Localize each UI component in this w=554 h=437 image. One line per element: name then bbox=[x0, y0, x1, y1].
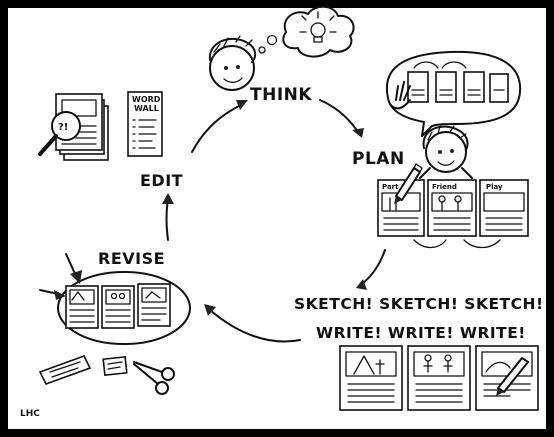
word-wall-title-2: WALL bbox=[134, 104, 159, 113]
arrow-edit-to-think bbox=[191, 103, 244, 153]
think-stage: THINK bbox=[208, 5, 355, 105]
arrow-write-to-revise bbox=[209, 309, 301, 343]
draft-page-3 bbox=[475, 345, 539, 411]
stage-label-sketch: SKETCH! SKETCH! SKETCH! bbox=[294, 295, 544, 313]
revise-circle bbox=[57, 271, 191, 345]
lightbulb-icon bbox=[299, 11, 337, 43]
arrow-plan-to-sketch bbox=[361, 249, 386, 285]
arrowhead-plan bbox=[352, 128, 364, 138]
cycle-arrows bbox=[162, 99, 386, 343]
pencil-icon bbox=[394, 163, 423, 204]
plan-page-2-label: Friend bbox=[432, 183, 457, 191]
stage-label-write: WRITE! WRITE! WRITE! bbox=[316, 324, 526, 342]
revise-stage: REVISE bbox=[38, 249, 191, 395]
plan-page-1-label: Part bbox=[382, 183, 399, 191]
scissors-icon bbox=[133, 361, 175, 395]
plan-page-arrow-2 bbox=[463, 239, 501, 249]
revise-pages bbox=[65, 283, 171, 329]
draft-page-1 bbox=[339, 345, 403, 411]
arrowhead-edit bbox=[162, 193, 174, 204]
magnifier-symbol: ?! bbox=[58, 122, 68, 133]
sketch-write-stage: SKETCH! SKETCH! SKETCH! WRITE! WRITE! WR… bbox=[294, 295, 544, 411]
word-wall-chart: WORD WALL bbox=[127, 91, 163, 157]
draft-page-2 bbox=[407, 345, 471, 411]
revise-arrow-down-icon bbox=[65, 253, 82, 284]
word-wall-title-1: WORD bbox=[132, 95, 161, 104]
arrow-revise-to-edit bbox=[165, 199, 169, 241]
plan-page-arrow-1 bbox=[413, 239, 447, 249]
planning-child-icon bbox=[419, 125, 473, 179]
revise-arrow-right-icon bbox=[39, 289, 66, 300]
storyboard-bubble-icon bbox=[385, 50, 522, 137]
paper-strip-icon bbox=[38, 355, 92, 385]
stage-label-edit: EDIT bbox=[140, 171, 183, 190]
stage-label-revise: REVISE bbox=[98, 249, 165, 268]
magnifying-glass-icon: ?! bbox=[38, 111, 81, 156]
edit-stage: EDIT ?! WORD WALL bbox=[38, 91, 183, 190]
plan-stage: Part Friend Play PLAN bbox=[352, 50, 529, 249]
tape-note-icon bbox=[102, 356, 128, 376]
plan-page-2: Friend bbox=[427, 179, 477, 237]
artist-initials: LHC bbox=[20, 409, 40, 419]
writing-pencil-icon bbox=[496, 357, 529, 396]
arrowhead-sketch bbox=[356, 279, 367, 290]
plan-page-3-label: Play bbox=[486, 183, 503, 191]
plan-page-3: Play bbox=[479, 179, 529, 237]
stage-label-think: THINK bbox=[250, 85, 312, 105]
arrow-think-to-plan bbox=[319, 99, 359, 133]
thinking-child-icon bbox=[208, 35, 257, 91]
stage-label-plan: PLAN bbox=[352, 149, 405, 169]
arrowhead-think bbox=[236, 100, 248, 110]
arrowhead-revise bbox=[204, 304, 216, 316]
